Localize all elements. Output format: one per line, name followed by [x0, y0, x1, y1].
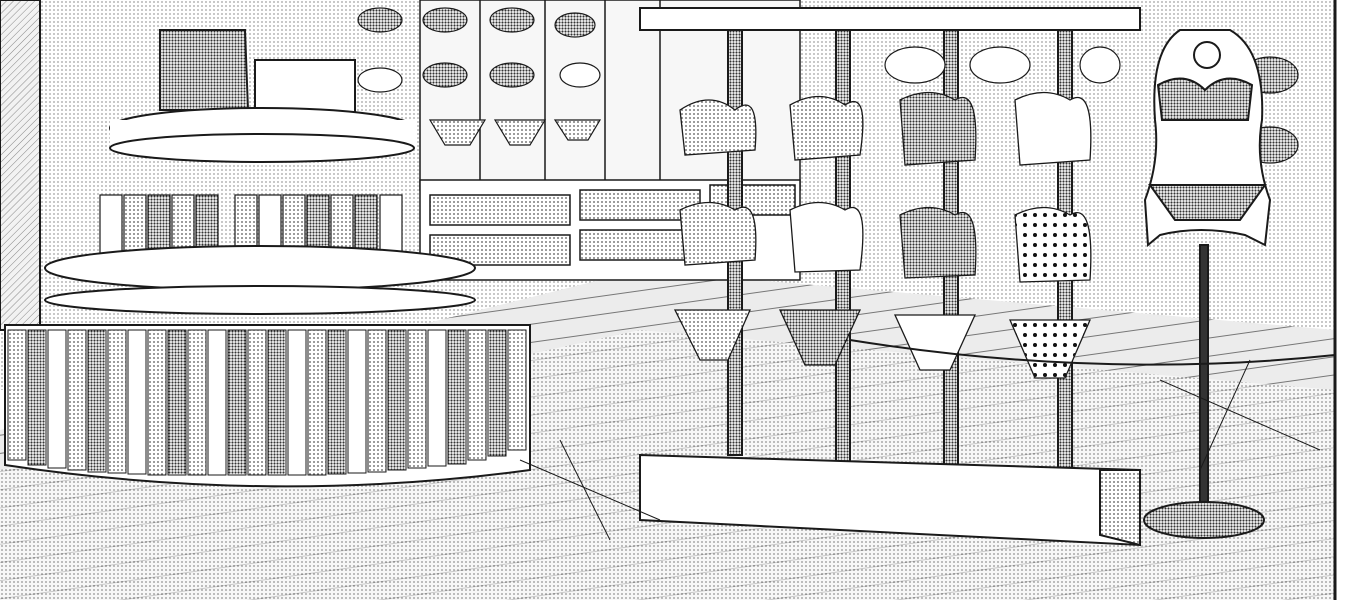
mannequin-tag — [1193, 41, 1221, 69]
pole-rack-top-bar — [639, 7, 1141, 31]
top-display-box — [254, 59, 356, 116]
tier1-hanging-items — [99, 194, 403, 256]
mannequin-stand-pole — [1199, 244, 1209, 506]
pole-rack-bras — [673, 91, 1092, 379]
mannequin — [1143, 29, 1272, 539]
left-pillar — [0, 0, 41, 331]
mannequin-panty — [1148, 184, 1267, 221]
sparkle-icon — [519, 359, 1321, 541]
wall-bras — [357, 7, 602, 146]
mannequin-bra — [1156, 77, 1254, 121]
panel-border-right — [1335, 0, 1353, 600]
tier2-hanging-garments — [7, 329, 527, 476]
right-counter-edge — [849, 339, 1336, 366]
mannequin-stand-base — [1143, 501, 1265, 539]
top-display-panties — [159, 29, 250, 111]
right-wall-bras — [884, 46, 1299, 164]
